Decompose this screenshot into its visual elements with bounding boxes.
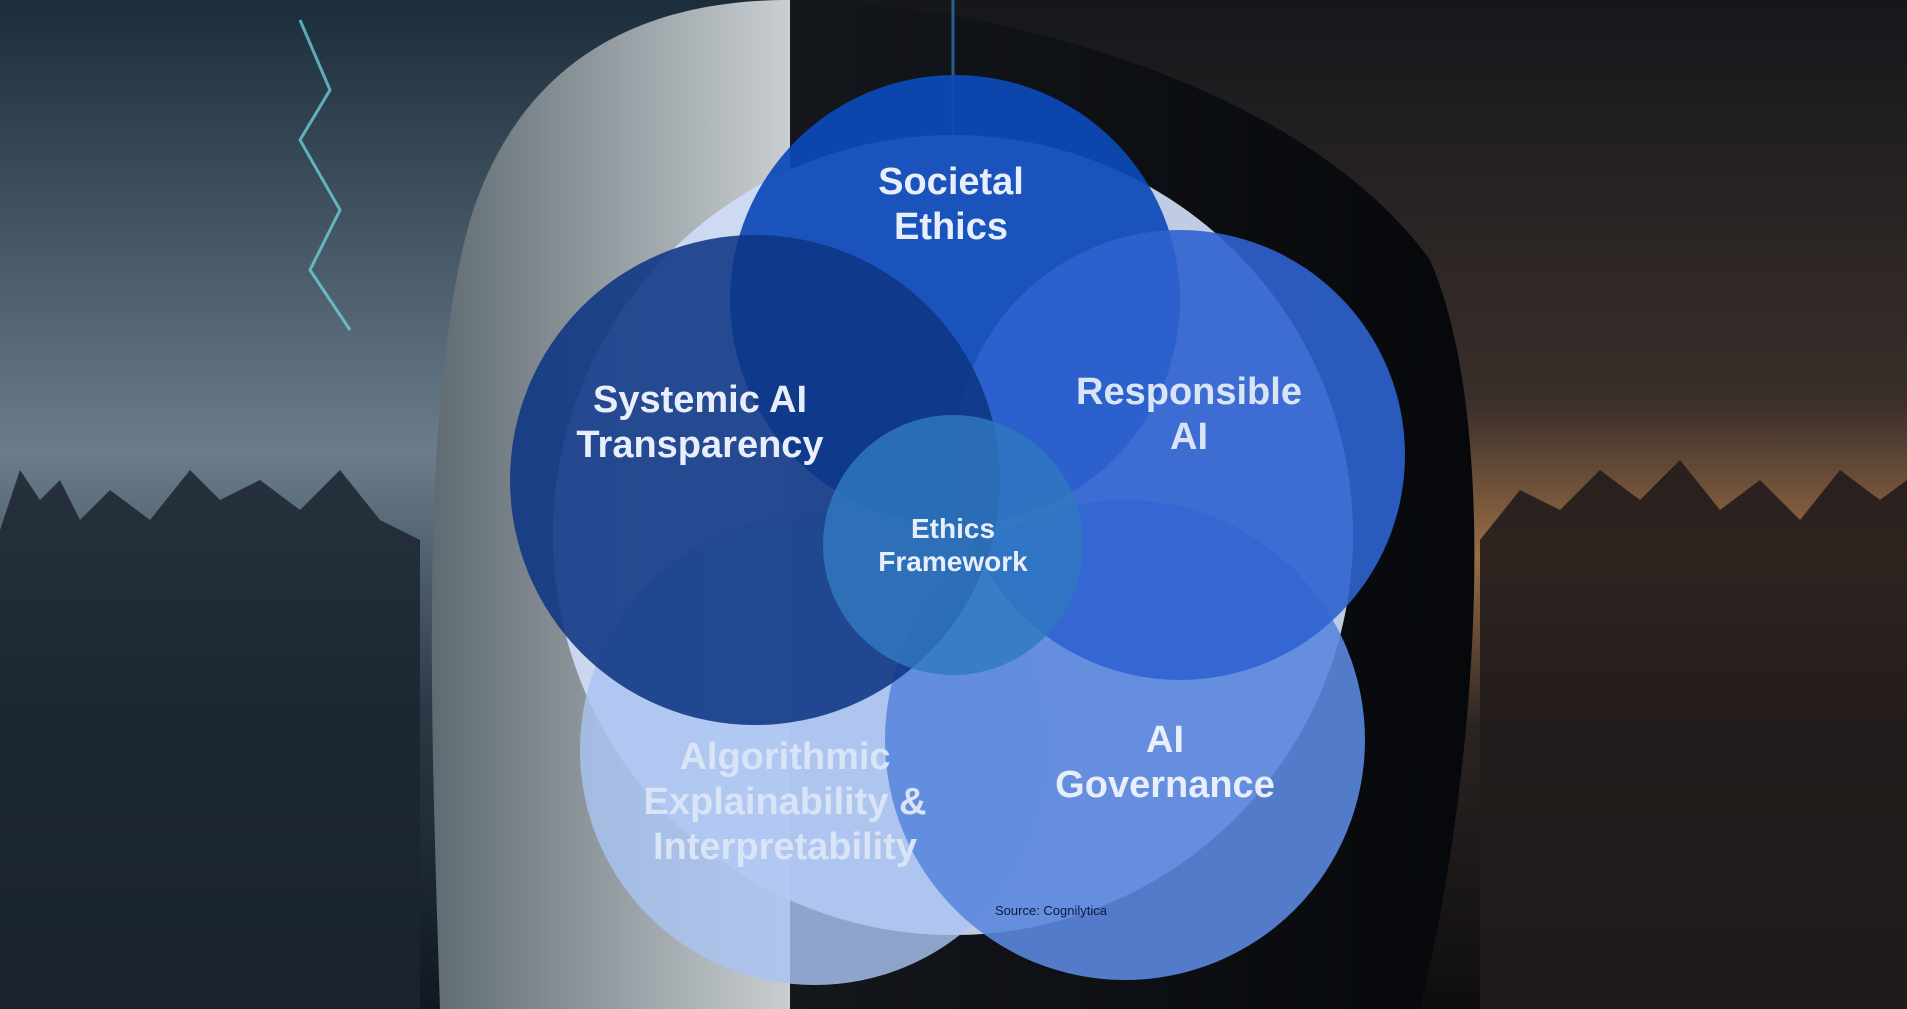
source-note: Source: Cognilytica — [995, 903, 1107, 918]
label-ai-governance: AI Governance — [1055, 719, 1275, 806]
label-systemic-ai-transparency: Systemic AI Transparency — [576, 379, 824, 466]
circle-ethics-framework — [823, 415, 1083, 675]
label-ethics-framework: Ethics Framework — [878, 513, 1028, 578]
label-responsible-ai: Responsible AI — [1076, 371, 1302, 458]
label-algorithmic-explainability: Algorithmic Explainability & Interpretab… — [643, 736, 927, 868]
label-societal-ethics: Societal Ethics — [878, 161, 1024, 248]
